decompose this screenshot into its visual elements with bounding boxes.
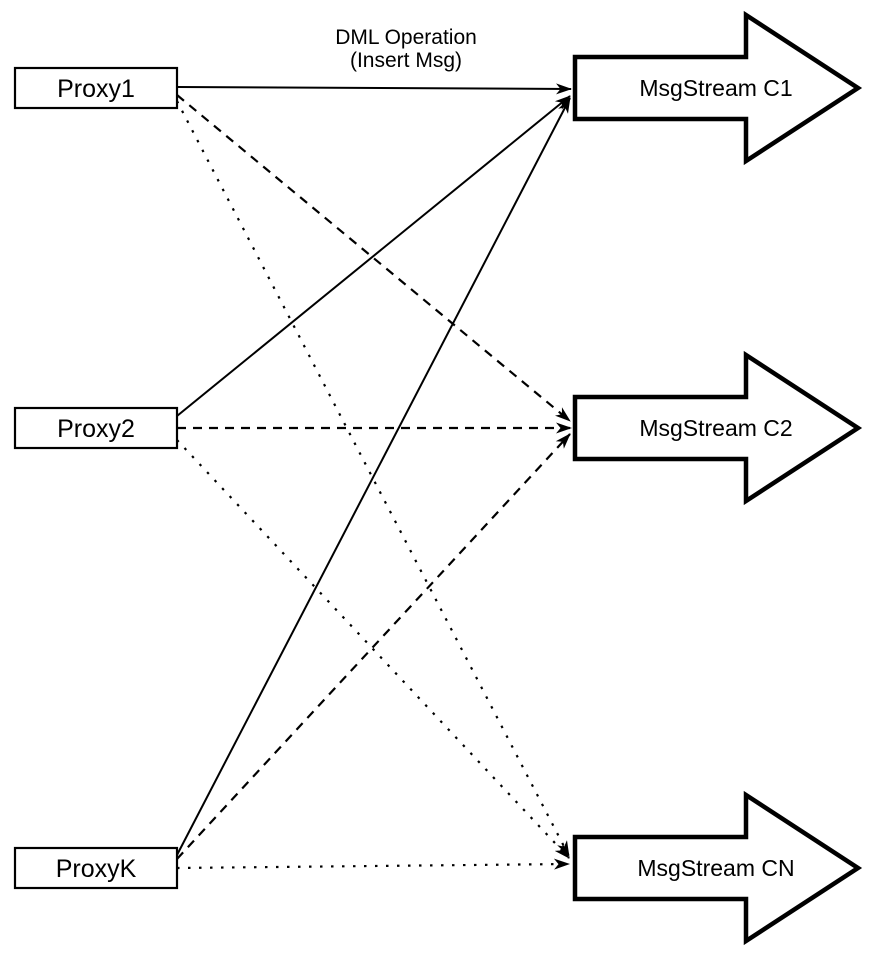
node-proxy2: Proxy2 — [13, 406, 179, 450]
proxyk-label: ProxyK — [56, 855, 137, 883]
msgstream-cn-arrow-shape — [572, 790, 863, 946]
edges-layer — [176, 83, 572, 870]
edge-proxy2-c1 — [176, 95, 571, 417]
dml-annotation-line1: DML Operation — [335, 26, 477, 49]
edge-proxyk-cn — [176, 858, 570, 870]
proxy2-box — [13, 406, 179, 450]
node-proxy1: Proxy1 — [13, 66, 179, 110]
proxyk-box — [13, 846, 179, 890]
msgstream-cn-label: MsgStream CN — [637, 855, 794, 881]
edge-proxy1-c2 — [176, 94, 571, 422]
msgstream-c2-label: MsgStream C2 — [639, 415, 792, 441]
node-msgstream-c1: MsgStream C1 — [572, 10, 863, 166]
node-proxyk: ProxyK — [13, 846, 179, 890]
proxy1-box — [13, 66, 179, 110]
edge-proxy1-c1 — [176, 83, 572, 95]
msgstream-c1-label: MsgStream C1 — [639, 75, 792, 101]
dml-annotation: DML Operation (Insert Msg) — [335, 26, 477, 72]
proxy1-label: Proxy1 — [57, 75, 135, 103]
node-msgstream-c2: MsgStream C2 — [572, 350, 863, 506]
msgstream-c2-arrow-shape — [572, 350, 863, 506]
edge-proxyk-c1 — [176, 97, 571, 856]
proxy2-label: Proxy2 — [57, 415, 135, 443]
node-msgstream-cn: MsgStream CN — [572, 790, 863, 946]
edge-proxy2-cn — [176, 439, 570, 859]
edge-proxyk-c2 — [176, 433, 571, 860]
dml-annotation-line2: (Insert Msg) — [350, 49, 462, 72]
msgstream-c1-arrow-shape — [572, 10, 863, 166]
